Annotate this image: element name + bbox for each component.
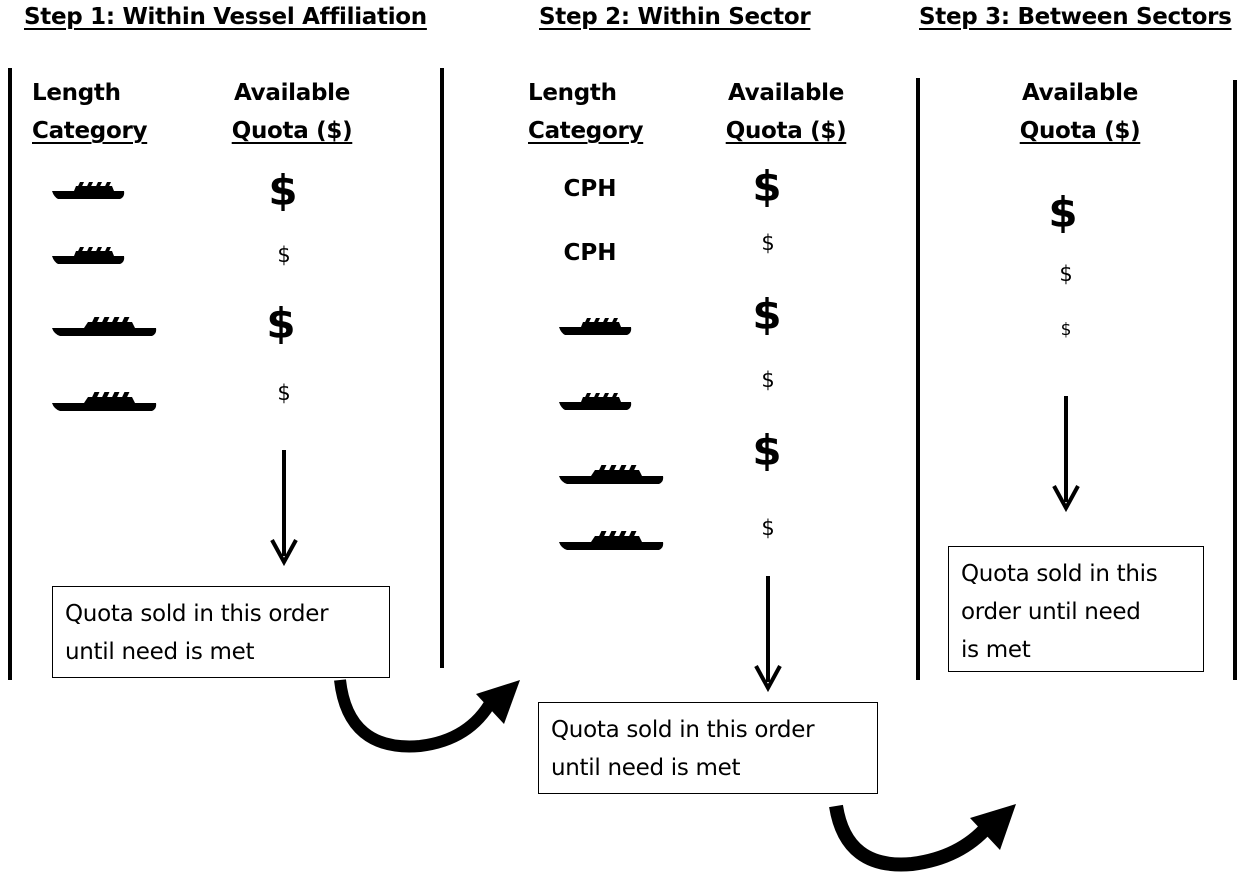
divider-step3-left [916,78,920,680]
quota-dollar-large: $ [752,162,782,211]
quota-dollar-small: $ [761,231,775,255]
curved-arrow-icon [829,804,1016,872]
header-line-underlined: Category [528,118,644,144]
header-line: Length [32,80,121,106]
step-1-length-header: Length Category [32,74,148,150]
note-line: until need is met [65,639,255,665]
quota-dollar-small: $ [761,368,775,392]
ship-large-icon [559,531,664,550]
header-line: Available [727,80,845,106]
quota-dollar-tiny: $ [1060,320,1072,340]
ship-large-icon [559,465,664,484]
divider-left [8,68,12,680]
divider-step1-right [440,68,444,668]
header-line-underlined: Quota ($) [1019,118,1141,144]
quota-dollar-large: $ [752,290,782,339]
arrow-down-icon [754,576,782,693]
note-line: order until need [961,599,1141,625]
length-category-cph: CPH [563,176,617,202]
step-3-note-box: Quota sold in this order until need is m… [948,546,1204,672]
note-line: Quota sold in this order [65,601,329,627]
ship-small-icon [559,393,632,410]
ship-small-icon [52,247,125,264]
note-line: until need is met [551,755,741,781]
ship-large-icon [52,392,157,411]
header-line: Available [1021,80,1139,106]
header-line: Available [233,80,351,106]
divider-right [1233,80,1237,680]
length-category-cph: CPH [563,240,617,266]
step-1-note-box: Quota sold in this order until need is m… [52,586,390,678]
step-2-title: Step 2: Within Sector [539,4,811,30]
ship-large-icon [52,317,157,336]
ship-small-icon [559,318,632,335]
header-line-underlined: Quota ($) [725,118,847,144]
arrow-down-icon [270,450,298,567]
note-line: Quota sold in this order [551,717,815,743]
step-2-quota-header: Available Quota ($) [718,74,854,150]
step-3-title: Step 3: Between Sectors [919,4,1232,30]
quota-dollar-small: $ [761,516,775,540]
step-1-title: Step 1: Within Vessel Affiliation [24,4,427,30]
note-line: Quota sold in this [961,561,1158,587]
step-2-note-box: Quota sold in this order until need is m… [538,702,878,794]
quota-dollar-small: $ [277,381,291,405]
quota-dollar-large: $ [268,166,298,215]
step-1-quota-header: Available Quota ($) [224,74,360,150]
header-line-underlined: Category [32,118,148,144]
quota-dollar-small: $ [277,243,291,267]
arrow-down-icon [1052,396,1080,513]
note-line: is met [961,637,1031,663]
quota-dollar-large: $ [266,299,296,348]
step-2-length-header: Length Category [528,74,644,150]
step-3-quota-header: Available Quota ($) [1012,74,1148,150]
header-line-underlined: Quota ($) [231,118,353,144]
quota-dollar-small: $ [1059,262,1073,286]
quota-dollar-large: $ [1048,188,1078,237]
header-line: Length [528,80,617,106]
curved-arrow-icon [334,679,520,753]
ship-small-icon [52,182,125,199]
quota-dollar-large: $ [752,426,782,475]
